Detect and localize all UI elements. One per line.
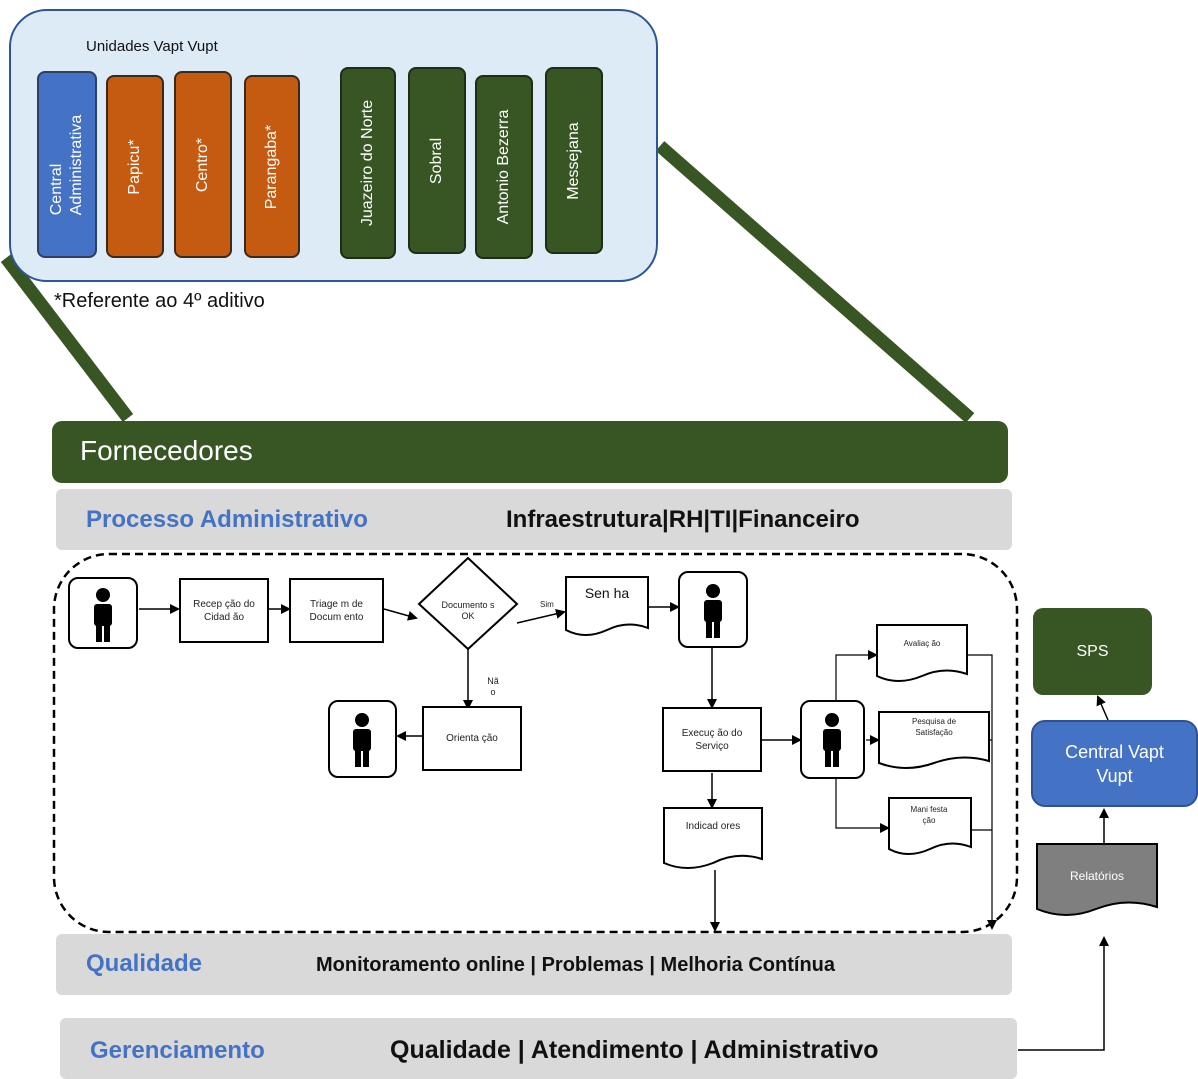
- arrow-central-sps: [1096, 695, 1109, 721]
- units-footnote: *Referente ao 4º aditivo: [54, 290, 265, 312]
- senha-document-shape: [565, 576, 649, 636]
- central-vapt-vupt-box: Central Vapt Vupt: [1031, 720, 1198, 807]
- arrow-decision-senha: [516, 608, 566, 624]
- unit-label: Papicu*: [126, 138, 143, 195]
- qualidade-label: Qualidade: [86, 950, 203, 977]
- documentos-ok-decision: [417, 556, 519, 651]
- avaliacao-document-shape: [876, 624, 968, 682]
- arrow-triagem-decision: [383, 608, 418, 621]
- process-boundary: [52, 552, 1019, 934]
- pesquisa-document-shape: [878, 711, 990, 769]
- triagem-box: Triage m de Docum ento: [289, 578, 384, 643]
- service-person: [800, 700, 865, 779]
- unit-label: Parangaba*: [263, 124, 280, 209]
- relatorios-label: Relatórios: [1069, 869, 1125, 883]
- fornecedores-label: Fornecedores: [80, 435, 253, 466]
- gerenciamento-label: Gerenciamento: [90, 1037, 265, 1064]
- person-icon: [704, 584, 722, 638]
- unit-antonio-bezerra: Antonio Bezerra: [475, 75, 533, 259]
- nao-label: Nã o: [487, 676, 499, 697]
- unit-central-administrativa: Central Administrativa: [37, 71, 97, 258]
- unit-papicu: Papicu*: [106, 75, 164, 258]
- gerenciamento-topics: Qualidade | Atendimento | Administrativo: [390, 1036, 879, 1064]
- execucao-box: Execuç ão do Serviço: [662, 707, 762, 772]
- person-icon: [94, 588, 112, 642]
- unit-parangaba: Parangaba*: [244, 75, 300, 258]
- citizen-person: [68, 577, 138, 649]
- unit-centro: Centro*: [174, 71, 232, 258]
- zoom-line-right: [655, 141, 975, 423]
- central-vapt-vupt-label: Central Vapt Vupt: [1065, 741, 1164, 786]
- unit-sobral: Sobral: [408, 67, 466, 254]
- attendant-person: [678, 571, 748, 648]
- sps-box: SPS: [1033, 608, 1152, 695]
- gerenciamento-band: Gerenciamento Qualidade | Atendimento | …: [60, 1018, 1017, 1079]
- sim-label: Sim: [540, 600, 554, 609]
- fornecedores-band: Fornecedores: [52, 421, 1008, 483]
- unit-juazeiro-do-norte: Juazeiro do Norte: [340, 67, 396, 259]
- sps-label: SPS: [1076, 642, 1109, 660]
- unit-label: Antonio Bezerra: [495, 109, 512, 225]
- units-panel-title: Unidades Vapt Vupt: [86, 38, 218, 55]
- recepcao-box: Recep ção do Cidad ão: [179, 578, 269, 643]
- qualidade-topics: Monitoramento online | Problemas | Melho…: [316, 954, 836, 976]
- indicadores-document-shape: [663, 807, 763, 869]
- unit-label: Sobral: [428, 137, 445, 184]
- person-icon: [353, 713, 371, 767]
- qualidade-band: Qualidade Monitoramento online | Problem…: [56, 934, 1012, 995]
- zoom-line-left: [0, 254, 134, 422]
- arrow-gerenciamento-relatorios: [1018, 936, 1109, 1051]
- arrow-person-manifestacao: [835, 760, 890, 833]
- unit-label: Juazeiro do Norte: [359, 99, 376, 227]
- manifestacao-document-shape: [888, 797, 972, 855]
- unit-label: Central Administrativa: [48, 114, 85, 215]
- documentos-ok-label: Documento s OK: [441, 600, 495, 621]
- unit-messejana: Messejana: [545, 67, 603, 254]
- indicadores-label: Indicad ores: [685, 821, 741, 832]
- arrow-person-avaliacao: [835, 650, 878, 720]
- processo-label: Processo Administrativo: [86, 506, 368, 533]
- relatorios-document-shape: [1036, 843, 1158, 916]
- avaliacao-label: Avaliaç ão: [903, 639, 941, 648]
- orientacao-box: Orienta ção: [422, 706, 522, 771]
- line-avaliacao-out: [966, 654, 997, 930]
- person-icon: [823, 713, 841, 767]
- unit-label: Messejana: [565, 121, 582, 200]
- processo-areas: Infraestrutura|RH|TI|Financeiro: [506, 506, 860, 533]
- manifestacao-label: Mani festa ção: [910, 805, 948, 825]
- pesquisa-label: Pesquisa de Satisfação: [911, 717, 957, 737]
- senha-label: Sen ha: [584, 585, 630, 601]
- unit-label: Centro*: [194, 137, 211, 192]
- orientation-person: [328, 700, 397, 778]
- processo-band: Processo Administrativo Infraestrutura|R…: [56, 489, 1012, 550]
